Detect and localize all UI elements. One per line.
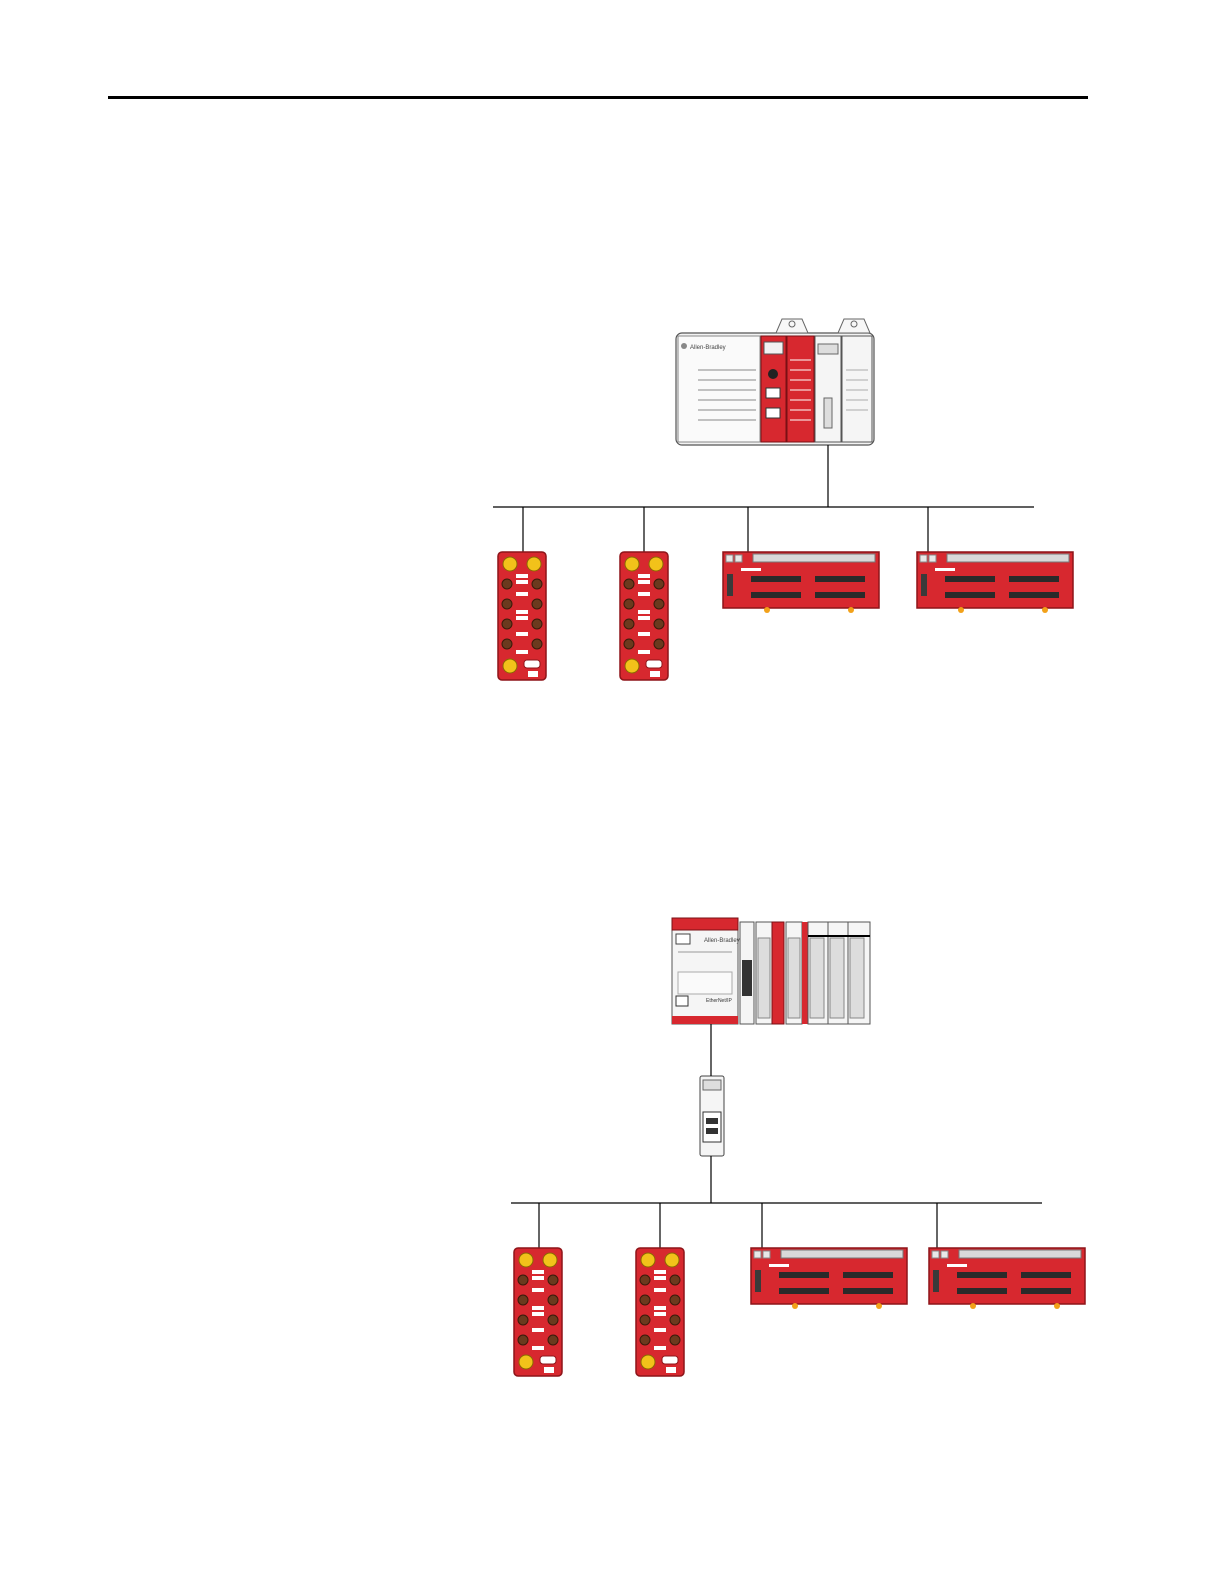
chassis-brand-label: Allen-Bradley xyxy=(690,345,726,351)
ethernet-switch xyxy=(700,1076,724,1156)
armorblock-module xyxy=(498,552,546,680)
guard-io-module xyxy=(917,552,1073,613)
guard-io-module xyxy=(929,1248,1085,1309)
compactlogix-controller: Allen-Bradley EtherNet/IP xyxy=(672,918,870,1024)
armorblock-module xyxy=(514,1248,562,1376)
adapter-port-label: EtherNet/IP xyxy=(706,998,733,1004)
controllogix-chassis: Allen-Bradley xyxy=(676,319,874,445)
compactlogix-topology: Allen-Bradley EtherNet/IP xyxy=(511,918,1085,1376)
network-bus-2 xyxy=(511,1024,1042,1249)
armorblock-module xyxy=(620,552,668,680)
adapter-brand-label: Allen-Bradley xyxy=(704,938,740,944)
controllogix-topology: Allen-Bradley xyxy=(493,319,1073,680)
guard-io-module xyxy=(723,552,879,613)
armorblock-module xyxy=(636,1248,684,1376)
network-bus-1 xyxy=(493,445,1034,553)
guard-io-module xyxy=(751,1248,907,1309)
